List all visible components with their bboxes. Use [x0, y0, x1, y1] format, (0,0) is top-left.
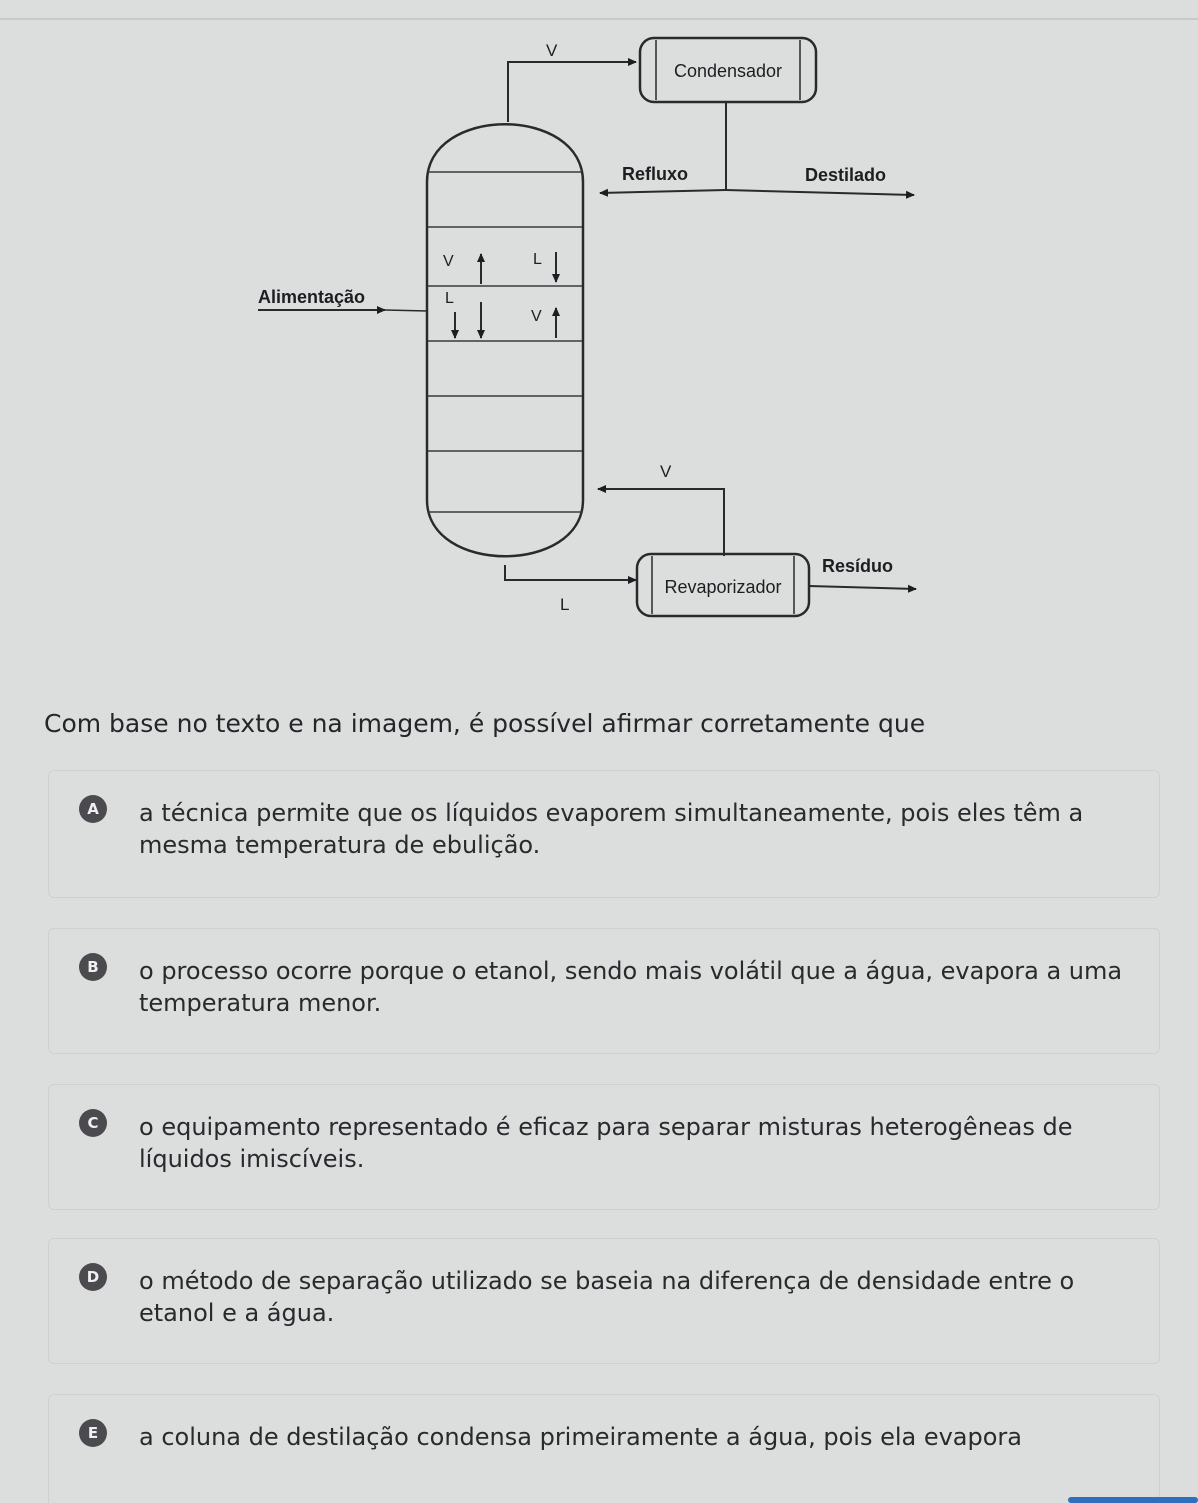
option-b[interactable]: B o processo ocorre porque o etanol, sen…	[48, 928, 1160, 1054]
top-divider	[0, 18, 1198, 20]
tray-liquid-label-2: L	[445, 290, 454, 307]
residue-line	[808, 584, 917, 593]
vapor-top-label: V	[546, 41, 558, 60]
option-letter-badge: A	[79, 795, 107, 823]
distillate-label: Destilado	[805, 165, 886, 185]
reflux-label: Refluxo	[622, 164, 688, 184]
question-prompt: Com base no texto e na imagem, é possíve…	[44, 709, 926, 738]
option-letter-badge: E	[79, 1419, 107, 1447]
option-text: a técnica permite que os líquidos evapor…	[139, 799, 1084, 859]
option-text: o equipamento representado é eficaz para…	[139, 1113, 1073, 1173]
scroll-indicator	[1068, 1497, 1198, 1503]
column-vessel	[425, 123, 585, 558]
condenser-label: Condensador	[674, 61, 782, 81]
option-e[interactable]: E a coluna de destilação condensa primei…	[48, 1394, 1160, 1503]
residue-label: Resíduo	[822, 556, 893, 576]
option-d[interactable]: D o método de separação utilizado se bas…	[48, 1238, 1160, 1364]
option-letter-badge: C	[79, 1109, 107, 1137]
option-letter-badge: D	[79, 1263, 107, 1291]
option-a[interactable]: A a técnica permite que os líquidos evap…	[48, 770, 1160, 898]
vapor-bottom-label: V	[660, 462, 672, 481]
option-text: o processo ocorre porque o etanol, sendo…	[139, 957, 1123, 1017]
option-c[interactable]: C o equipamento representado é eficaz pa…	[48, 1084, 1160, 1210]
tray-vapor-label-1: V	[443, 253, 454, 270]
distillation-column-diagram: V Condensador Refluxo Destilado Alimenta…	[258, 36, 917, 618]
distillate-line	[725, 189, 915, 199]
vapor-return-line	[597, 485, 725, 556]
liquid-bottom-line	[504, 565, 637, 584]
liquid-bottom-label: L	[560, 595, 569, 614]
tray-liquid-label-1: L	[533, 251, 542, 268]
option-text: o método de separação utilizado se basei…	[139, 1267, 1075, 1327]
option-letter-badge: B	[79, 953, 107, 981]
feed-label: Alimentação	[258, 287, 365, 307]
reflux-line	[599, 188, 727, 197]
condenser-box	[638, 36, 818, 104]
vapor-outlet-line	[507, 58, 637, 122]
reboiler-box	[635, 552, 811, 618]
tray-vapor-label-2: V	[531, 308, 542, 325]
option-text: a coluna de destilação condensa primeira…	[139, 1423, 1023, 1451]
reboiler-label: Revaporizador	[664, 577, 781, 597]
